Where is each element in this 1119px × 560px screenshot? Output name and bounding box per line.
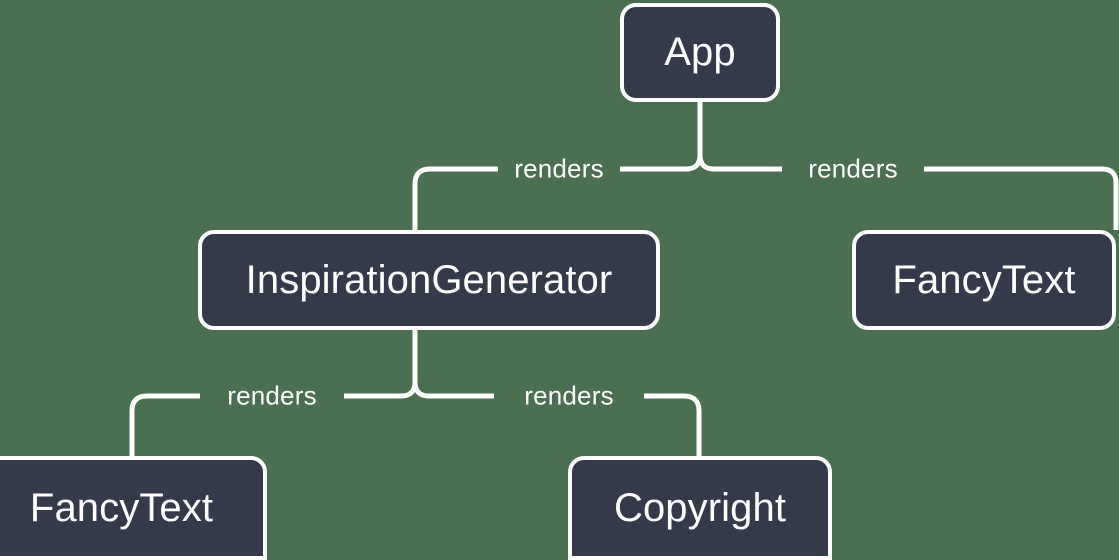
node-fancytext-right-label: FancyText xyxy=(892,257,1076,302)
node-fancytext-right[interactable]: FancyText xyxy=(852,230,1116,330)
edge-ig-split-right-corner xyxy=(412,381,430,399)
edge-label-app-to-inspiration-generator: renders xyxy=(514,153,604,184)
edge-ig-to-fancytext-drop xyxy=(129,393,148,457)
edge-ig-to-copyright-drop xyxy=(683,393,702,457)
edge-label-inspiration-generator-to-copyright: renders xyxy=(524,380,614,411)
node-fancytext-left-label: FancyText xyxy=(29,485,214,530)
node-app-label: App xyxy=(664,30,736,74)
edge-label-app-to-fancytext: renders xyxy=(808,153,898,184)
node-inspiration-generator-label: InspirationGenerator xyxy=(245,257,613,302)
edge-app-split-right-corner xyxy=(697,154,715,172)
node-copyright[interactable]: Copyright xyxy=(568,456,832,560)
edge-label-inspiration-generator-to-fancytext: renders xyxy=(227,380,317,411)
node-inspiration-generator[interactable]: InspirationGenerator xyxy=(198,230,660,330)
node-app[interactable]: App xyxy=(620,3,780,102)
edge-app-to-inspiration-drop xyxy=(412,166,431,230)
node-copyright-label: Copyright xyxy=(613,485,787,530)
edge-app-to-fancytext-drop xyxy=(1101,166,1119,230)
node-fancytext-left[interactable]: FancyText xyxy=(0,456,267,560)
